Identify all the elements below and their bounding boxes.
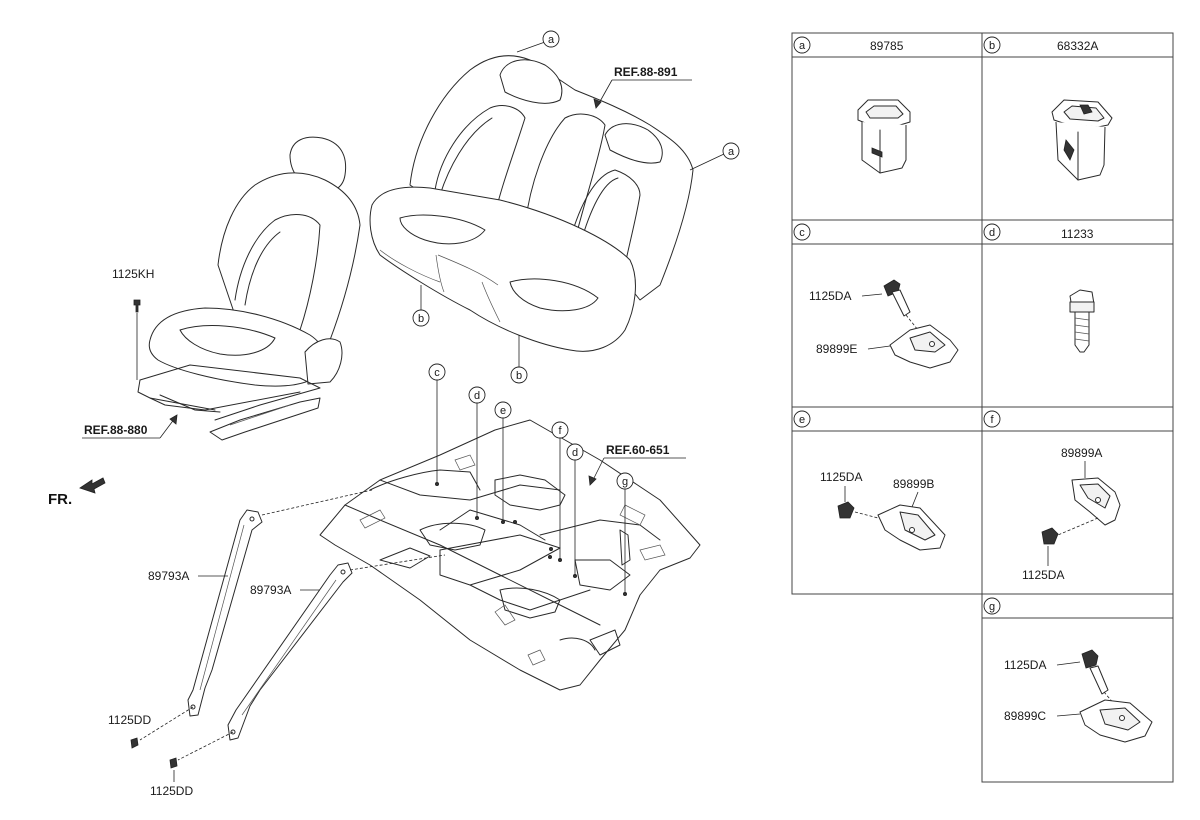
callout-f: f <box>551 421 569 560</box>
ref-label-floor-panel: REF.60-651 <box>606 443 670 457</box>
svg-text:a: a <box>728 146 735 158</box>
callout-a-top: a <box>516 30 560 53</box>
part-89899B-icon <box>837 501 946 551</box>
front-label: FR. <box>48 491 72 508</box>
callout-g: g <box>616 472 634 594</box>
label-1125DA-c: 1125DA <box>809 289 851 303</box>
label-1125DA-f: 1125DA <box>1022 568 1064 582</box>
rear-seat <box>369 55 694 352</box>
svg-text:b: b <box>418 313 424 325</box>
svg-text:a: a <box>548 34 555 46</box>
part-11233-bolt-icon <box>1069 289 1095 353</box>
detail-box-f: f 89899A 1125DA <box>983 410 1121 582</box>
ref-floor-panel[interactable]: REF.60-651 <box>588 443 686 486</box>
detail-box-d: d 11233 <box>983 223 1095 353</box>
svg-text:d: d <box>572 447 578 459</box>
ref-rear-seat[interactable]: REF.88-891 <box>593 65 692 109</box>
ref-label-rear-seat: REF.88-891 <box>614 65 678 79</box>
detail-box-e: e 1125DA 89899B <box>793 410 946 551</box>
part-68332A-icon <box>1051 99 1113 181</box>
svg-text:g: g <box>622 476 628 488</box>
svg-text:g: g <box>989 601 995 613</box>
svg-text:f: f <box>558 425 562 437</box>
ref-label-front-seat: REF.88-880 <box>84 423 148 437</box>
callout-d-right: d <box>566 443 584 576</box>
svg-text:b: b <box>989 40 995 52</box>
part-no-89785: 89785 <box>870 39 904 53</box>
part-89899C-icon <box>1079 649 1153 743</box>
part-89899E-icon <box>883 279 959 369</box>
label-89899C: 89899C <box>1004 709 1046 723</box>
label-1125DD-right: 1125DD <box>150 784 193 798</box>
svg-text:d: d <box>989 227 995 239</box>
label-1125KH: 1125KH <box>112 267 154 281</box>
svg-text:a: a <box>799 40 806 52</box>
svg-text:d: d <box>474 390 480 402</box>
label-89899B: 89899B <box>893 477 934 491</box>
svg-text:c: c <box>799 227 805 239</box>
label-1125DA-e: 1125DA <box>820 470 862 484</box>
ref-front-seat[interactable]: REF.88-880 <box>82 414 178 439</box>
callout-d-left: d <box>468 386 486 518</box>
detail-box-c: c 1125DA 89899E <box>793 223 959 369</box>
front-direction-indicator: FR. <box>48 477 106 508</box>
label-1125DA-g: 1125DA <box>1004 658 1046 672</box>
detail-box-b: b 68332A <box>983 36 1113 181</box>
detail-table <box>791 32 1174 783</box>
label-89899E: 89899E <box>816 342 857 356</box>
label-89899A: 89899A <box>1061 446 1102 460</box>
callout-c: c <box>428 363 446 484</box>
detail-box-g: g 1125DA 89899C <box>983 597 1153 743</box>
detail-box-a: a 89785 <box>793 36 911 174</box>
callout-a-right: a <box>689 142 740 171</box>
front-seat <box>133 136 361 441</box>
part-89899A-icon <box>1041 477 1121 566</box>
label-1125DD-left: 1125DD <box>108 713 151 727</box>
strap-right <box>169 489 446 769</box>
part-89785-icon <box>857 99 911 174</box>
part-no-68332A: 68332A <box>1057 39 1098 53</box>
callout-b-right: b <box>510 335 528 384</box>
callout-e: e <box>494 401 512 522</box>
label-89793A-left: 89793A <box>148 569 189 583</box>
svg-text:e: e <box>500 405 506 417</box>
callout-b-left: b <box>412 285 430 327</box>
part-no-11233: 11233 <box>1061 227 1094 241</box>
floor-panel <box>319 419 701 691</box>
svg-text:f: f <box>990 414 994 426</box>
label-89793A-right: 89793A <box>250 583 291 597</box>
svg-text:b: b <box>516 370 522 382</box>
strap-left <box>130 509 263 749</box>
svg-text:e: e <box>799 414 805 426</box>
svg-text:c: c <box>434 367 440 379</box>
